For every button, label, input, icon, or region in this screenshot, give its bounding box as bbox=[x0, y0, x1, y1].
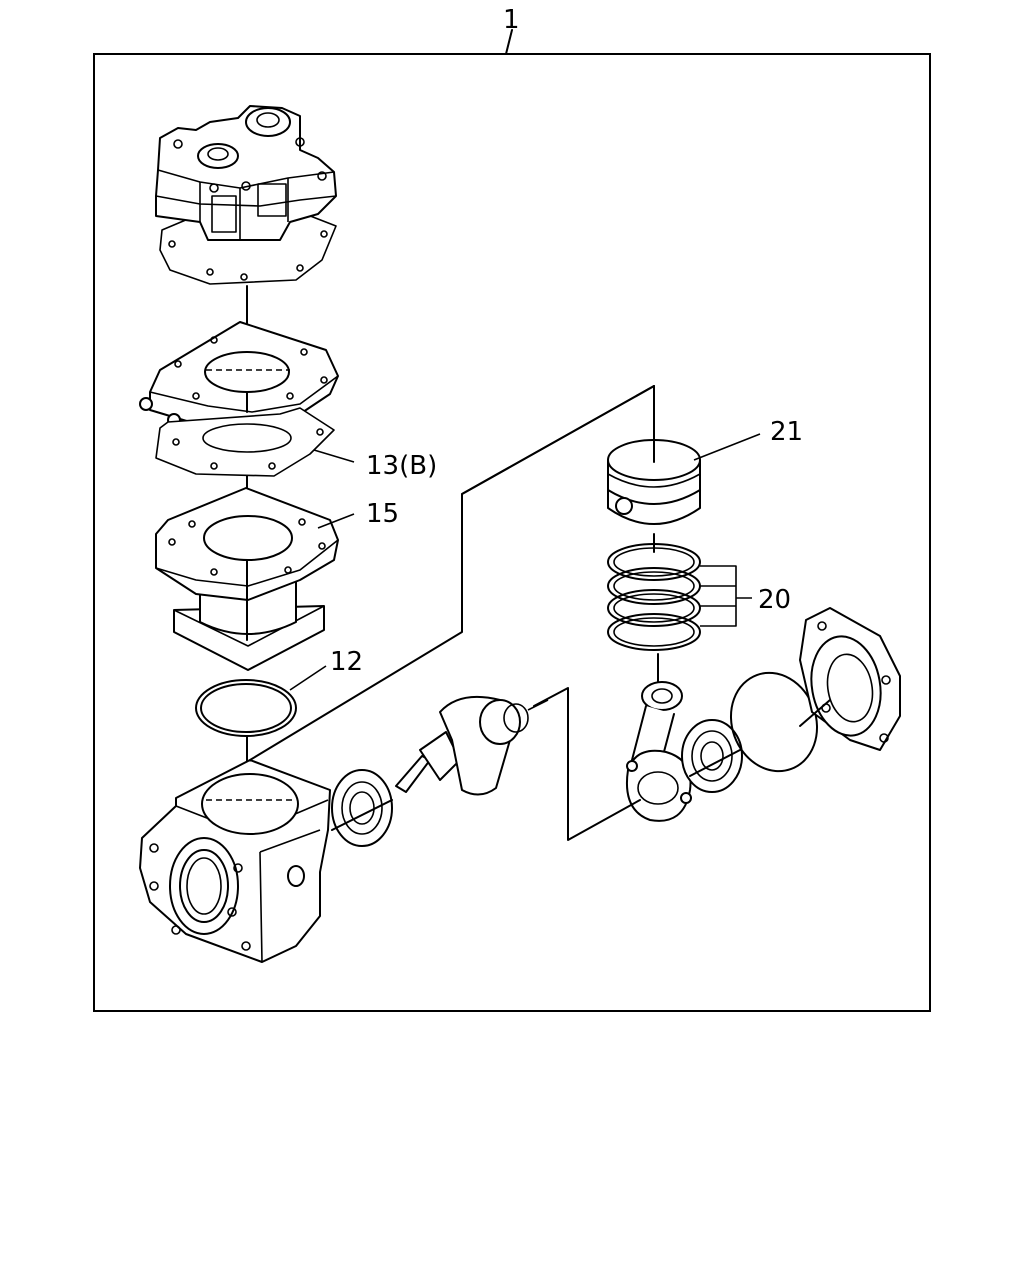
callout-assembly-label: 1 bbox=[503, 5, 520, 35]
callout-gasket-label: 13(B) bbox=[366, 451, 437, 481]
callout-o-ring-label: 12 bbox=[330, 647, 363, 677]
piston-ring-icon bbox=[607, 543, 752, 651]
callout-piston-rings-label: 20 bbox=[758, 585, 791, 615]
valve-plate-icon bbox=[139, 321, 339, 441]
gasket-icon bbox=[155, 407, 355, 477]
bearing-right-icon bbox=[681, 719, 743, 793]
bearing-icon bbox=[331, 769, 393, 847]
cylinder-head-icon bbox=[155, 105, 337, 285]
callout-cylinder-label: 15 bbox=[366, 499, 399, 529]
assembly-lines bbox=[249, 385, 831, 841]
crankcase-icon bbox=[139, 759, 331, 963]
callout-assembly: 1 bbox=[503, 5, 520, 55]
callout-piston-label: 21 bbox=[770, 417, 803, 447]
piston-icon bbox=[607, 433, 761, 525]
connecting-rod-icon bbox=[626, 681, 692, 822]
cylinder-icon bbox=[155, 487, 355, 671]
end-cover-icon bbox=[799, 607, 901, 751]
crankshaft-icon bbox=[395, 695, 549, 796]
assembly-frame bbox=[93, 53, 931, 1012]
